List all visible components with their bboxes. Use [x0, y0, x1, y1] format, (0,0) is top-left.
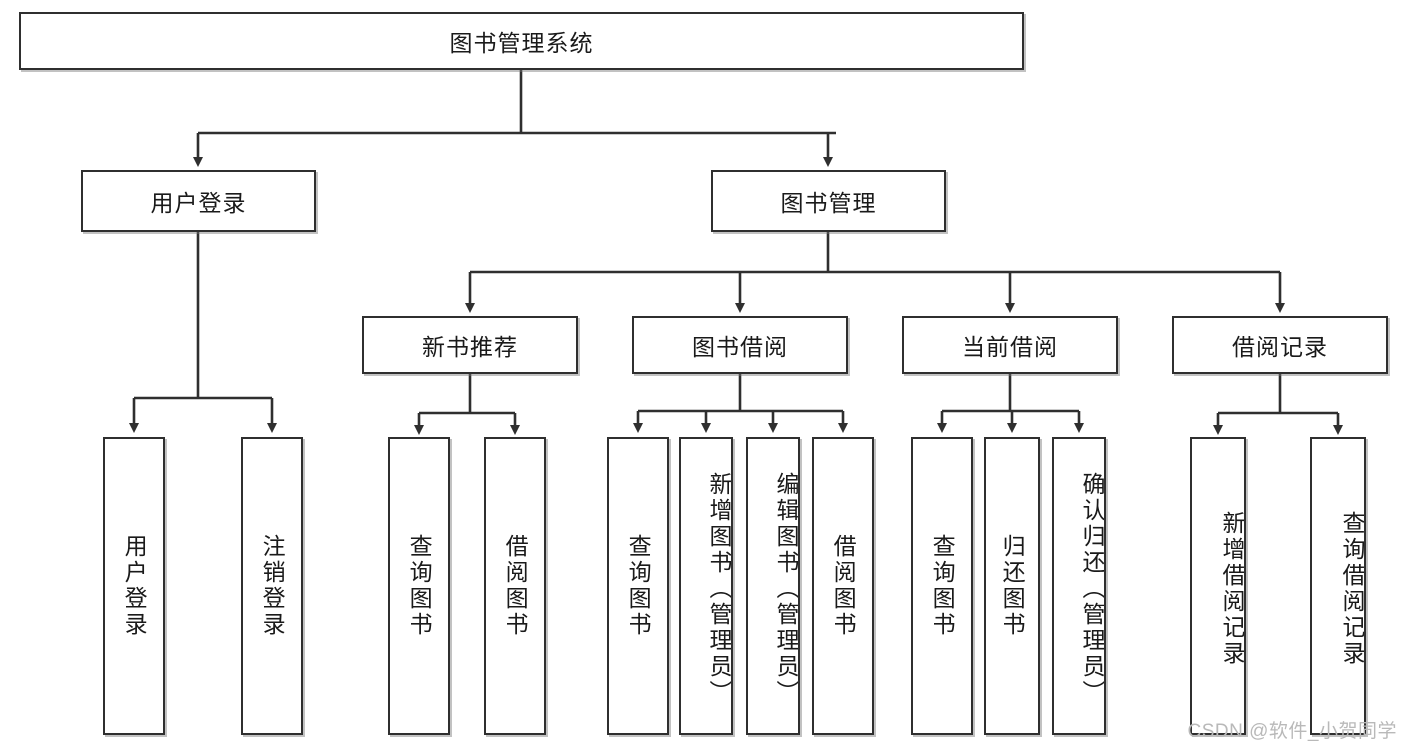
- node-leaf-10[interactable]: 确认归还（管理员）: [1052, 437, 1106, 735]
- node-level3-2[interactable]: 当前借阅: [902, 316, 1118, 374]
- node-leaf-7[interactable]: 借阅图书: [812, 437, 874, 735]
- node-leaf-12[interactable]: 查询借阅记录: [1310, 437, 1366, 735]
- node-leaf-8[interactable]: 查询图书: [911, 437, 973, 735]
- node-level3-1[interactable]: 图书借阅: [632, 316, 848, 374]
- node-leaf-2[interactable]: 查询图书: [388, 437, 450, 735]
- node-leaf-6[interactable]: 编辑图书（管理员）: [746, 437, 800, 735]
- node-leaf-11[interactable]: 新增借阅记录: [1190, 437, 1246, 735]
- node-leaf-0[interactable]: 用户登录: [103, 437, 165, 735]
- node-leaf-5[interactable]: 新增图书（管理员）: [679, 437, 733, 735]
- node-leaf-9[interactable]: 归还图书: [984, 437, 1040, 735]
- node-level3-3[interactable]: 借阅记录: [1172, 316, 1388, 374]
- node-level2-0[interactable]: 用户登录: [81, 170, 316, 232]
- node-leaf-4[interactable]: 查询图书: [607, 437, 669, 735]
- node-level2-1[interactable]: 图书管理: [711, 170, 946, 232]
- node-root[interactable]: 图书管理系统: [19, 12, 1024, 70]
- node-leaf-1[interactable]: 注销登录: [241, 437, 303, 735]
- node-level3-0[interactable]: 新书推荐: [362, 316, 578, 374]
- node-leaf-3[interactable]: 借阅图书: [484, 437, 546, 735]
